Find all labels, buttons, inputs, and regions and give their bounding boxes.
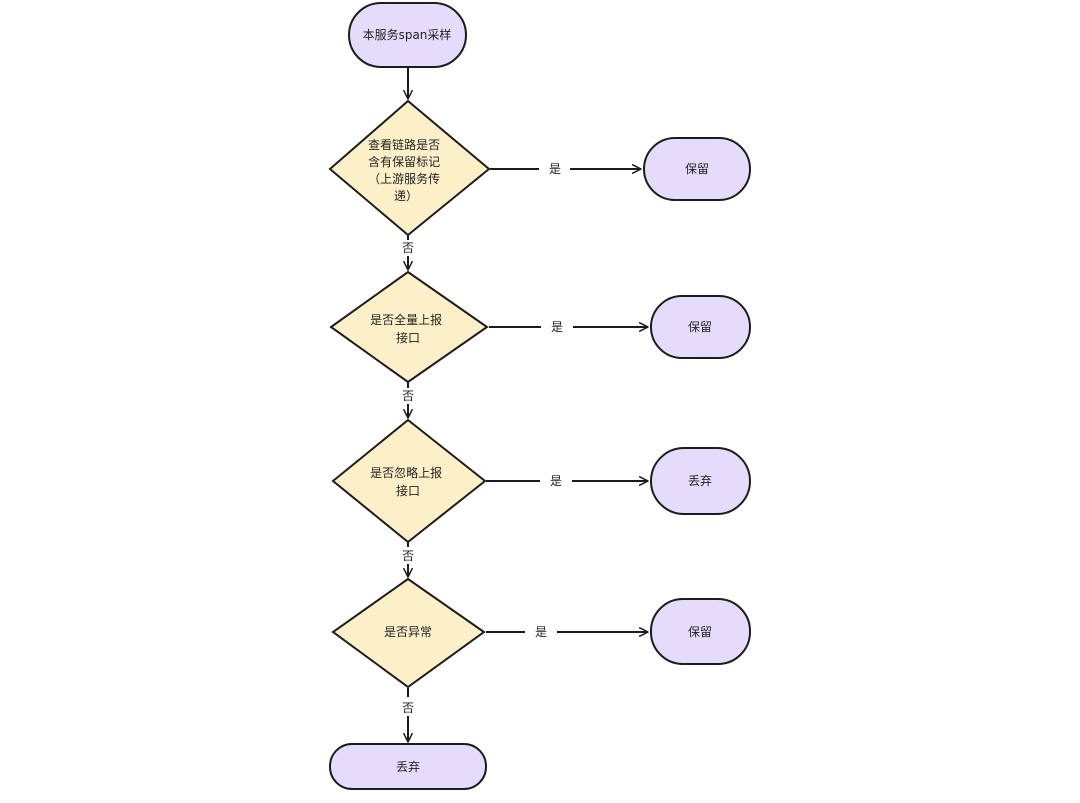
edge-label-d3-no: 否 — [402, 549, 414, 563]
decision-ignore-report-line-1: 是否忽略上报 — [370, 465, 442, 480]
decision-ignore-report: 是否忽略上报 接口 — [331, 418, 487, 544]
result-keep-2-label: 保留 — [688, 320, 712, 334]
decision-preserve-mark-label: 查看链路是否 含有保留标记 （上游服务传 递） — [368, 137, 444, 203]
edge-label-d1-no: 否 — [402, 241, 414, 255]
result-discard-1-shape — [650, 447, 751, 515]
end-node: 丢弃 — [329, 743, 487, 790]
result-keep-1-shape — [643, 137, 751, 201]
edge-label-d1-yes: 是 — [549, 162, 561, 176]
start-node: 本服务span采样 — [348, 2, 467, 68]
decision-preserve-mark-line-1: 查看链路是否 — [368, 137, 440, 152]
edge-label-d4-no: 否 — [402, 701, 414, 715]
edge-label-d3-yes: 是 — [550, 474, 562, 488]
decision-exception-shape — [331, 577, 486, 689]
decision-full-report-line-1: 是否全量上报 — [370, 312, 442, 327]
decision-full-report-label: 是否全量上报 接口 — [370, 312, 446, 345]
decision-exception: 是否异常 — [331, 577, 486, 689]
edge-label-d2-no: 否 — [402, 389, 414, 403]
decision-exception-label: 是否异常 — [384, 625, 432, 639]
result-keep-2: 保留 — [650, 295, 751, 359]
decision-ignore-report-label: 是否忽略上报 接口 — [370, 465, 446, 498]
decision-full-report: 是否全量上报 接口 — [329, 270, 489, 384]
edge-labels: 是 否 是 否 是 否 是 否 — [402, 162, 563, 715]
decision-preserve-mark-line-2: 含有保留标记 — [368, 154, 440, 169]
result-keep-2-shape — [650, 295, 751, 359]
start-node-label: 本服务span采样 — [363, 27, 452, 42]
end-node-label: 丢弃 — [396, 759, 420, 774]
end-node-shape — [329, 743, 487, 790]
result-keep-3-shape — [650, 598, 751, 665]
decision-preserve-mark: 查看链路是否 含有保留标记 （上游服务传 递） — [328, 99, 491, 237]
decision-preserve-mark-shape — [328, 99, 491, 237]
decision-full-report-shape — [329, 270, 489, 384]
decision-ignore-report-line-2: 接口 — [396, 483, 420, 498]
decision-preserve-mark-line-4: 递） — [394, 189, 418, 203]
edge-label-d2-yes: 是 — [551, 320, 563, 334]
decision-full-report-line-2: 接口 — [396, 330, 420, 345]
decision-preserve-mark-line-3: （上游服务传 — [368, 171, 440, 186]
result-discard-1: 丢弃 — [650, 447, 751, 515]
result-keep-1-label: 保留 — [685, 162, 709, 176]
result-keep-1: 保留 — [643, 137, 751, 201]
edge-label-d4-yes: 是 — [535, 625, 547, 639]
decision-ignore-report-shape — [331, 418, 487, 544]
yes-connectors — [486, 164, 649, 637]
result-keep-3-label: 保留 — [688, 625, 712, 639]
start-node-shape — [348, 2, 467, 68]
result-discard-1-label: 丢弃 — [688, 473, 712, 488]
result-keep-3: 保留 — [650, 598, 751, 665]
